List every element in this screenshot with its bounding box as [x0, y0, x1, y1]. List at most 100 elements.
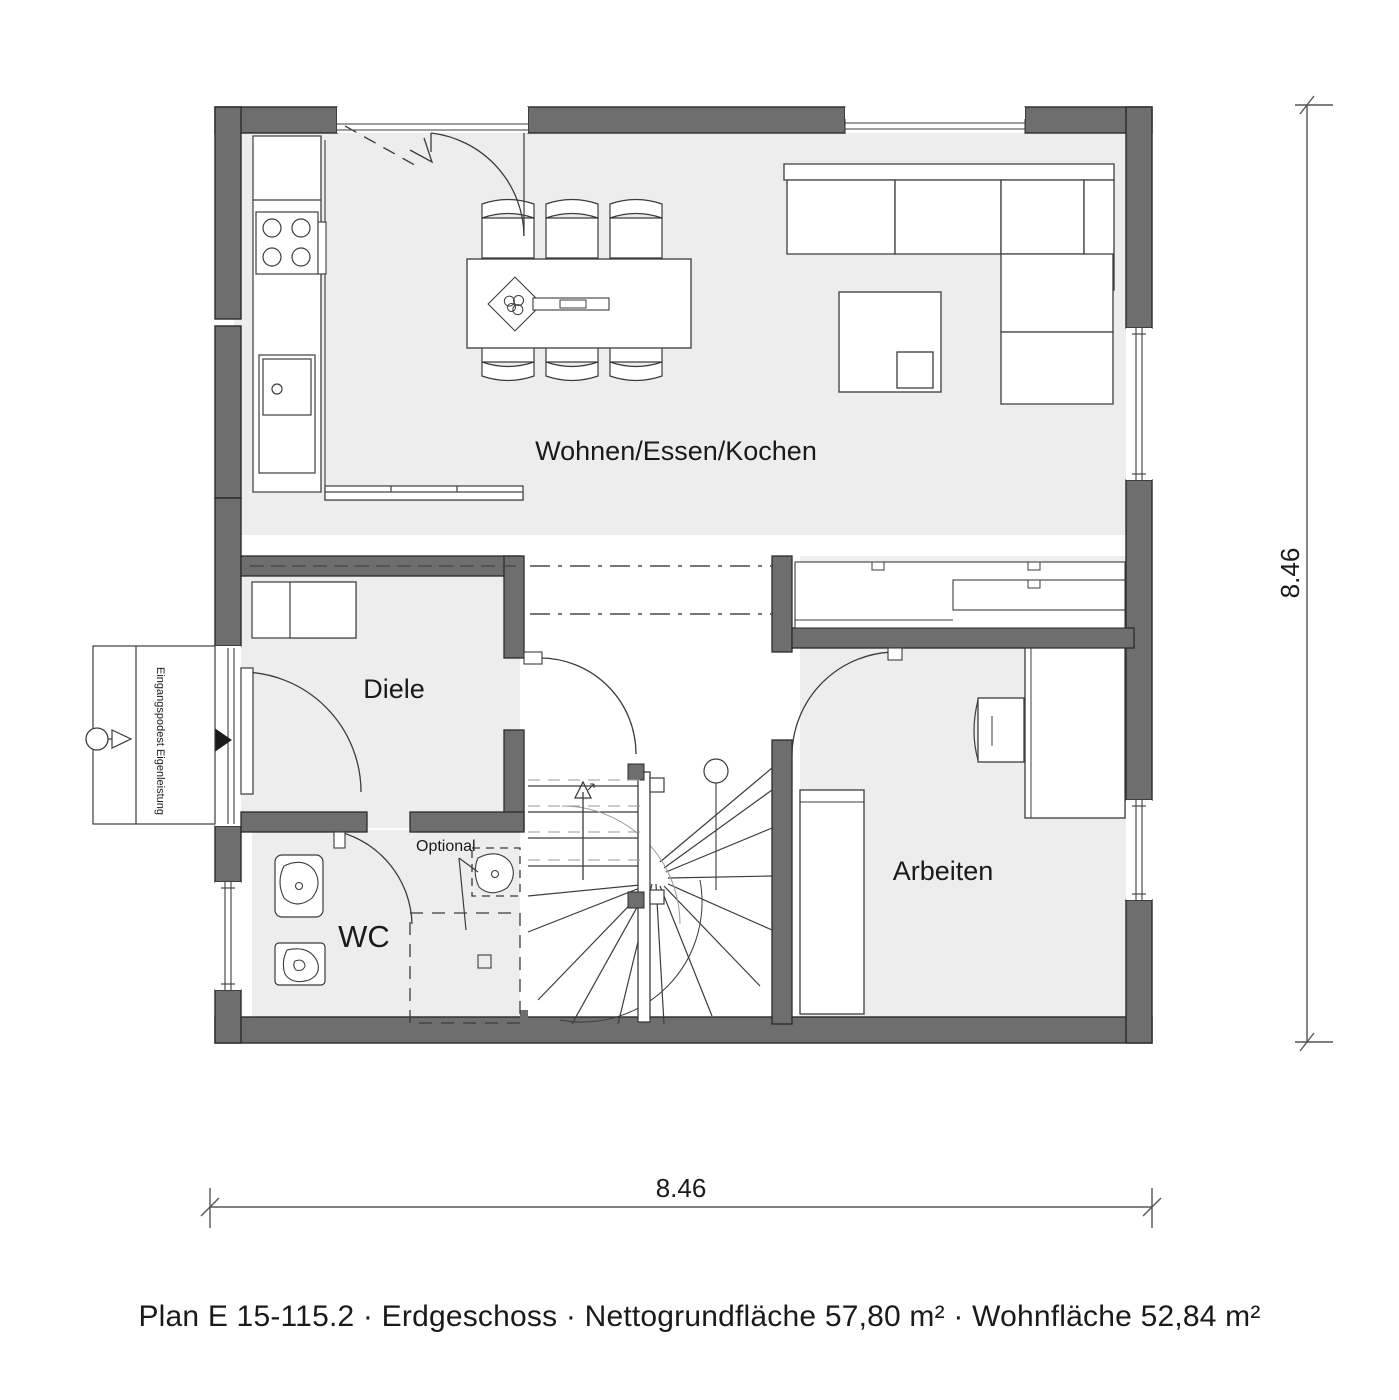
sofa-corner — [1000, 253, 1114, 333]
sofa-chaise — [1000, 331, 1114, 405]
wc-washbasin-bowl — [279, 861, 319, 905]
kitchen-sink-drain — [271, 383, 283, 395]
wc-toilet-bowl — [282, 948, 319, 983]
caption-net-area-label: Nettogrundfläche — [584, 1300, 817, 1333]
office-chair-back — [973, 699, 979, 761]
stair-up-arrow-head — [573, 780, 593, 799]
cabinet-handle-3 — [1027, 579, 1041, 589]
caption-sep-2: · — [565, 1300, 577, 1333]
window-left-wc — [215, 882, 241, 990]
stair-step-marker — [703, 758, 729, 784]
dimension-label-width: 8.46 — [656, 1173, 707, 1203]
wall-right-c — [1125, 899, 1153, 1044]
window-right-lower — [1126, 800, 1152, 900]
wc-washbasin-drain — [294, 881, 304, 891]
kitchen-fixtures — [252, 135, 524, 501]
dimension-vertical — [1295, 95, 1333, 1052]
entrance-podium — [85, 645, 216, 825]
kitchen-tall-unit — [317, 221, 327, 275]
stair-up-tick — [587, 783, 595, 791]
office-chair — [977, 697, 1025, 763]
dimension-horizontal — [200, 1188, 1162, 1228]
wall-top-b — [527, 106, 846, 134]
optional-sink-box — [471, 847, 521, 897]
dim-v-slash-top — [1299, 95, 1315, 115]
wall-stub — [520, 1010, 528, 1024]
wc-toilet-cistern — [274, 942, 326, 986]
wc-fixtures — [274, 831, 413, 986]
window-right-upper — [1126, 328, 1152, 480]
wall-int-v-stair-r — [771, 555, 793, 653]
windows — [215, 107, 1152, 990]
door-leaf-diele — [523, 651, 543, 665]
dim-h-slash-left — [200, 1197, 220, 1217]
room-label-diele: Diele — [363, 674, 425, 704]
optional-leader-1 — [458, 857, 479, 873]
office-furniture — [799, 647, 1126, 1015]
office-desk — [1024, 647, 1126, 819]
hall-sideboard-2 — [289, 581, 357, 639]
door-arc-diele — [539, 657, 637, 755]
plan-caption: Plan E 15-115.2 · Erdgeschoss · Nettogru… — [0, 1300, 1399, 1334]
entrance-podium-label: Eingangspodest Eigenleistung — [154, 667, 166, 815]
caption-living-area-value: 52,84 m² — [1140, 1300, 1261, 1333]
wall-left-e — [214, 989, 242, 1044]
wall-left-a — [214, 106, 242, 320]
dining-chair-1 — [481, 198, 535, 259]
wall-right-a — [1125, 106, 1153, 329]
door-arc-wc — [339, 831, 413, 925]
cabinet-handle-2 — [1027, 561, 1041, 571]
office-shelf — [799, 789, 865, 1015]
door-dash-terrace — [344, 125, 421, 169]
optional-sink-drain — [490, 869, 500, 879]
wc-toilet-seat — [293, 959, 306, 971]
wall-int-v-diele — [503, 555, 525, 659]
sofa-seat-3 — [1000, 179, 1085, 255]
stair-post-2 — [627, 891, 645, 909]
room-label-arbeiten: Arbeiten — [893, 856, 994, 886]
podium-outline — [92, 645, 216, 825]
table-vase — [487, 276, 543, 332]
wall-left-b — [214, 325, 242, 499]
dining-set — [466, 198, 692, 382]
caption-net-area-value: 57,80 m² — [824, 1300, 945, 1333]
wall-int-v-stair-r2 — [771, 739, 793, 1025]
hall-furniture — [251, 581, 357, 639]
wall-bottom — [214, 1016, 1153, 1044]
wall-left-c — [214, 497, 242, 647]
kitchen-base-plinth — [324, 491, 524, 501]
staircase — [527, 758, 773, 1025]
exterior-walls — [214, 106, 1153, 1044]
north-strip-cabinets — [794, 561, 1126, 629]
opening-terrace-door — [337, 107, 528, 133]
stair-post-1 — [627, 763, 645, 781]
stair-newel-top — [649, 777, 665, 793]
wall-int-arbeiten-top — [791, 627, 1135, 649]
door-arc-terrace — [430, 132, 525, 237]
room-label-wc: WC — [338, 919, 390, 954]
optional-leader-2 — [458, 857, 467, 931]
sofa-seat-2 — [894, 179, 1002, 255]
sofa-seat-1 — [786, 179, 896, 255]
dimension-label-height: 8.46 — [1275, 548, 1305, 599]
sofa-back-top — [783, 163, 1115, 181]
optional-shower-tray — [409, 912, 521, 1024]
wall-left-d — [214, 825, 242, 883]
diele-door — [523, 651, 637, 755]
door-arc-entry — [240, 671, 362, 793]
threshold-dashed-lines — [250, 565, 772, 615]
kitchen-sink-basin — [262, 358, 312, 416]
caption-sep-1: · — [362, 1300, 374, 1333]
door-leaf-entry — [240, 667, 254, 795]
door-arc-arbeiten — [791, 651, 897, 757]
cabinet-handle-1 — [871, 561, 885, 571]
optional-sink-bowl — [474, 853, 514, 894]
caption-plan-id: Plan E 15-115.2 — [138, 1300, 355, 1333]
arbeiten-door — [791, 647, 903, 757]
terrace-door-swing — [344, 125, 525, 237]
optional-fixtures — [409, 847, 521, 1024]
dim-h-slash-right — [1142, 1197, 1162, 1217]
door-leaf-wc — [333, 831, 346, 849]
